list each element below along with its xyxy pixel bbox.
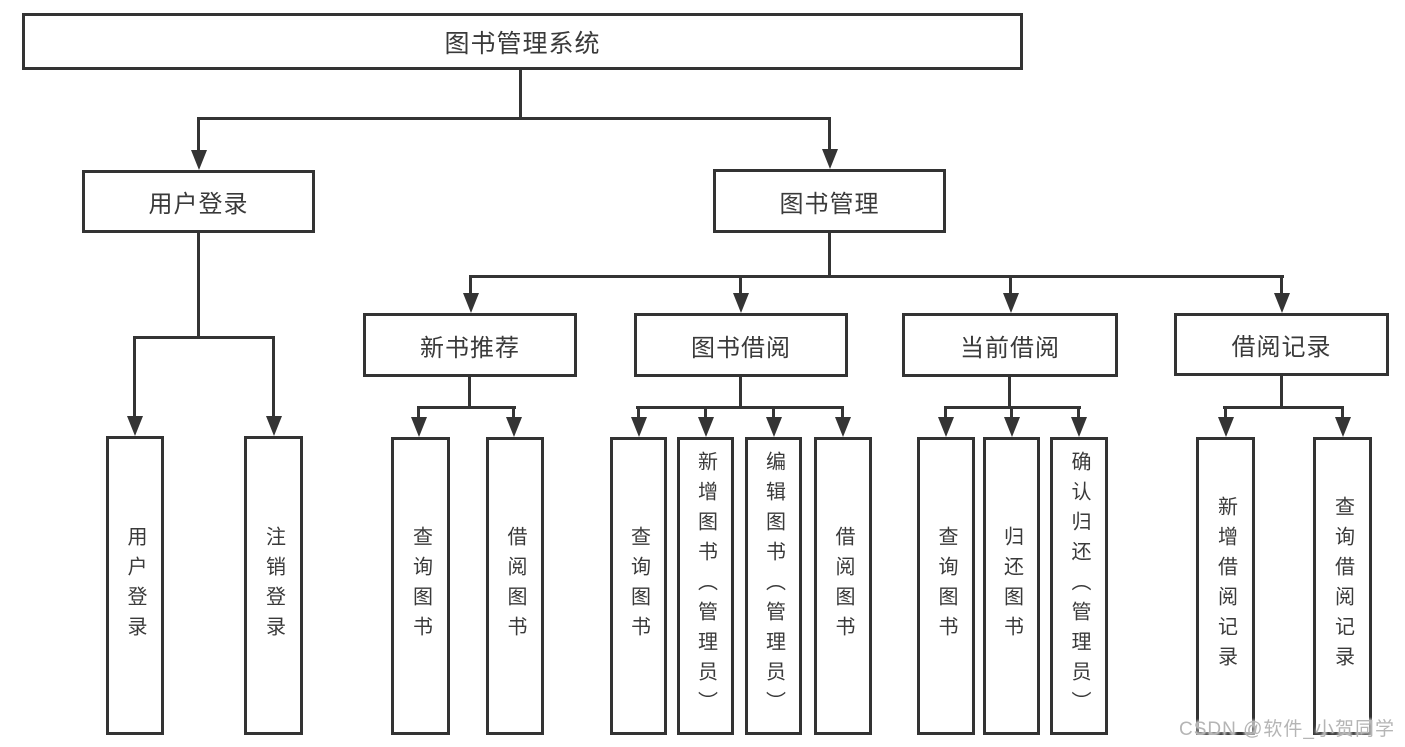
connector-arrow: [765, 406, 782, 437]
node-leaf-bb-add-label: 新增图书（管理员）: [694, 451, 717, 721]
node-leaf-logout-label: 注销登录: [262, 525, 285, 646]
node-leaf-cb-query-label: 查询图书: [935, 526, 957, 646]
node-current-borrow-label: 当前借阅: [960, 334, 1060, 362]
connector-arrow: [834, 406, 851, 437]
node-leaf-cb-return-label: 归还图书: [1000, 526, 1023, 646]
node-leaf-logout: 注销登录: [244, 436, 303, 735]
node-leaf-bb-edit: 编辑图书（管理员）: [745, 437, 802, 735]
node-leaf-cb-confirm: 确认归还（管理员）: [1050, 437, 1108, 735]
node-root-label: 图书管理系统: [444, 29, 601, 58]
node-root: 图书管理系统: [22, 13, 1023, 70]
node-new-book-rec-label: 新书推荐: [420, 334, 520, 362]
connector-arrow: [1070, 406, 1087, 437]
connector-line: [197, 117, 831, 120]
node-leaf-nbr-borrow-label: 借阅图书: [504, 526, 526, 646]
node-book-mgmt: 图书管理: [713, 169, 946, 233]
connector-line: [519, 69, 522, 118]
connector-arrow: [126, 336, 143, 436]
connector-line: [739, 377, 742, 409]
node-leaf-nbr-borrow: 借阅图书: [486, 437, 544, 735]
connector-line: [1280, 376, 1283, 409]
connector-arrow: [937, 406, 954, 437]
connector-line: [1008, 377, 1011, 409]
node-leaf-bb-query-label: 查询图书: [627, 526, 650, 646]
watermark: CSDN @软件_小贺同学: [1179, 719, 1395, 740]
connector-arrow: [1003, 406, 1020, 437]
connector-arrow: [1273, 275, 1290, 313]
node-leaf-cb-confirm-label: 确认归还（管理员）: [1068, 451, 1090, 721]
node-user-login-label: 用户登录: [148, 191, 249, 218]
node-leaf-br-add: 新增借阅记录: [1196, 437, 1255, 735]
connector-line: [469, 275, 1284, 278]
connector-arrow: [697, 406, 714, 437]
connector-line: [197, 233, 200, 339]
connector-arrow: [462, 275, 479, 313]
node-leaf-br-query: 查询借阅记录: [1313, 437, 1372, 735]
connector-arrow: [505, 406, 522, 437]
node-leaf-cb-query: 查询图书: [917, 437, 975, 735]
connector-line: [1223, 406, 1344, 409]
connector-arrow: [190, 117, 207, 170]
connector-line: [468, 377, 471, 409]
node-book-mgmt-label: 图书管理: [779, 190, 880, 218]
node-leaf-cb-return: 归还图书: [983, 437, 1040, 735]
connector-arrow: [630, 406, 647, 437]
connector-arrow: [265, 336, 282, 436]
node-borrow-records: 借阅记录: [1174, 313, 1389, 376]
node-leaf-br-query-label: 查询借阅记录: [1331, 496, 1354, 676]
connector-arrow: [821, 117, 838, 169]
connector-line: [828, 233, 831, 278]
connector-line: [417, 406, 516, 409]
node-leaf-user-login: 用户登录: [106, 436, 164, 735]
node-user-login: 用户登录: [82, 170, 315, 233]
node-leaf-nbr-query-label: 查询图书: [409, 526, 432, 646]
connector-arrow: [732, 275, 749, 313]
node-leaf-bb-borrow-label: 借阅图书: [832, 526, 854, 646]
connector-line: [133, 336, 275, 339]
node-leaf-bb-edit-label: 编辑图书（管理员）: [762, 451, 785, 721]
node-leaf-bb-add: 新增图书（管理员）: [677, 437, 734, 735]
node-leaf-user-login-label: 用户登录: [124, 525, 146, 646]
connector-line: [636, 406, 844, 409]
node-book-borrow: 图书借阅: [634, 313, 848, 377]
node-leaf-bb-borrow: 借阅图书: [814, 437, 872, 735]
node-current-borrow: 当前借阅: [902, 313, 1118, 377]
node-leaf-nbr-query: 查询图书: [391, 437, 450, 735]
node-borrow-records-label: 借阅记录: [1231, 334, 1332, 361]
connector-arrow: [1002, 275, 1019, 313]
connector-arrow: [410, 406, 427, 437]
node-new-book-rec: 新书推荐: [363, 313, 577, 377]
connector-arrow: [1334, 406, 1351, 437]
node-book-borrow-label: 图书借阅: [691, 334, 791, 362]
connector-arrow: [1217, 406, 1234, 437]
node-leaf-br-add-label: 新增借阅记录: [1214, 496, 1237, 676]
node-leaf-bb-query: 查询图书: [610, 437, 667, 735]
